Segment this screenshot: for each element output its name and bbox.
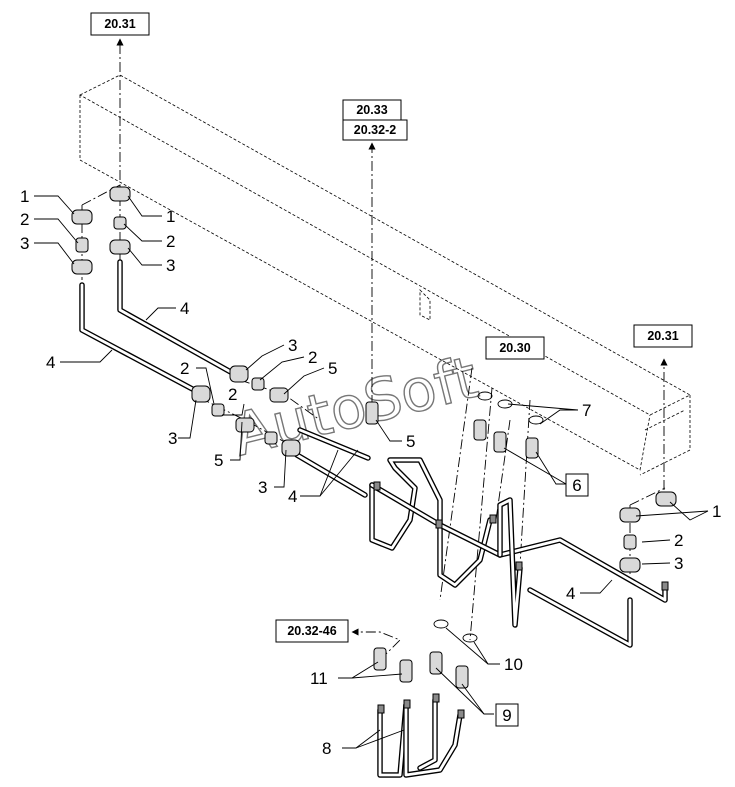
callout-2-top: 2	[308, 348, 317, 367]
callout-1-right: 1	[712, 502, 721, 521]
callout-3-right: 3	[674, 554, 683, 573]
callout-3-left: 3	[20, 234, 29, 253]
callout-6-box: 6	[565, 473, 589, 497]
callout-8: 8	[322, 739, 331, 758]
ref-label-center-b: 20.32-2	[354, 123, 396, 137]
ref-label-center-a: 20.33	[356, 103, 387, 117]
callout-2-second: 2	[166, 232, 175, 251]
ref-box-middle[interactable]: 20.30	[485, 336, 545, 360]
callout-2-mid: 2	[180, 359, 189, 378]
callout-5-low: 5	[214, 451, 223, 470]
callout-4-left-pipe: 4	[46, 353, 55, 372]
ref-label-right: 20.31	[647, 329, 678, 343]
callout-4-low-pipe: 4	[288, 487, 297, 506]
callout-3-top: 3	[288, 336, 297, 355]
ref-box-right[interactable]: 20.31	[633, 324, 693, 348]
callout-5-top: 5	[328, 359, 337, 378]
callout-6: 6	[572, 476, 581, 495]
callout-2-right: 2	[674, 531, 683, 550]
ref-box-top-left[interactable]: 20.31	[90, 12, 150, 36]
callout-2-low: 2	[228, 385, 237, 404]
callout-1-second: 1	[166, 207, 175, 226]
callout-4-top-pipe: 4	[180, 299, 189, 318]
brake-pipes	[79, 259, 668, 778]
ref-line-bottom	[351, 628, 401, 661]
callout-labels: 1 2 3 1 2 3 4 4 3 2 5 2 3 2 5 3 4 5 7 6 …	[20, 187, 721, 758]
fittings	[71, 186, 677, 719]
callout-9: 9	[502, 706, 511, 725]
ref-box-bottom[interactable]: 20.32-46	[275, 619, 349, 643]
frame-crossmember	[79, 74, 691, 476]
callout-3-second: 3	[166, 256, 175, 275]
callout-4-right-pipe: 4	[566, 584, 575, 603]
callout-7: 7	[582, 401, 591, 420]
callout-9-box: 9	[495, 703, 519, 727]
callout-3-low: 3	[258, 478, 267, 497]
ref-label-top-left: 20.31	[104, 17, 135, 31]
ref-box-center[interactable]: 20.33 20.32-2	[342, 99, 408, 141]
callout-3-mid: 3	[168, 429, 177, 448]
callout-5-mid: 5	[406, 432, 415, 451]
callout-10: 10	[504, 655, 523, 674]
ref-label-middle: 20.30	[499, 341, 530, 355]
ref-label-bottom: 20.32-46	[287, 624, 336, 638]
callout-1-left: 1	[20, 187, 29, 206]
leader-lines	[34, 195, 709, 749]
callout-2-left: 2	[20, 210, 29, 229]
callout-11: 11	[310, 669, 328, 688]
